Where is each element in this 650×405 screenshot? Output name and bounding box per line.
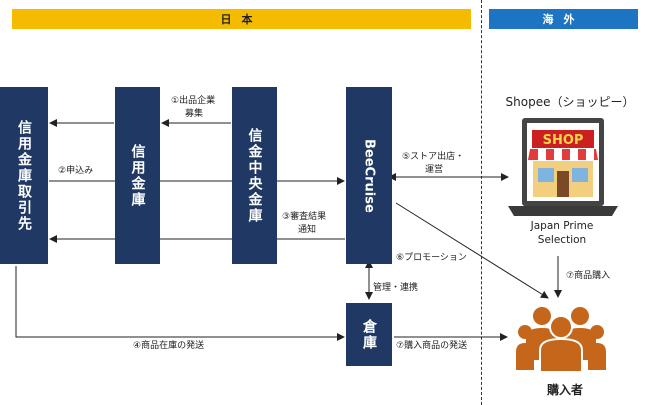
node-shinyo: 信用金庫 [115, 87, 160, 264]
region-japan-band: 日本 [12, 9, 471, 29]
edge-management-label: 管理・連携 [373, 283, 419, 293]
region-japan-label: 日本 [220, 13, 263, 26]
edge-buyer-shipping-label: ⑦購入商品の発送 [396, 341, 468, 351]
node-beecruise-label: BeeCruise [361, 138, 377, 213]
edge-store-label-1: ⑤ストア出店・ [402, 152, 465, 162]
edge-promotion-label: ⑥プロモーション [396, 253, 467, 263]
node-beecruise: BeeCruise [346, 87, 392, 264]
laptop-store-icon: SHOP [508, 118, 618, 216]
edge-apply-label: ②申込み [58, 166, 94, 176]
node-partner: 信用金庫取引先 [0, 87, 48, 264]
node-warehouse-label: 倉庫 [361, 318, 377, 351]
edge-recruit-label-2: 募集 [185, 109, 204, 119]
region-overseas-band: 海外 [489, 9, 638, 29]
edge-result-label-2: 通知 [298, 225, 317, 235]
shopee-title: Shopee（ショッピー） [505, 95, 635, 109]
node-central-label: 信金中央金庫 [246, 127, 263, 224]
arrow-promotion [395, 202, 549, 299]
node-warehouse: 倉庫 [346, 303, 392, 366]
shop-sign-text: SHOP [543, 133, 584, 148]
edge-result-label-1: ③審査結果 [282, 212, 327, 222]
node-shinyo-label: 信用金庫 [129, 143, 146, 208]
edge-purchase-label: ⑦商品購入 [566, 271, 611, 281]
arrow-inventory-shipping [15, 266, 345, 341]
edge-recruit-label-1: ①出品企業 [171, 96, 216, 106]
edge-store-label-2: 運営 [425, 165, 444, 175]
shopee-caption: Japan Prime Selection [530, 220, 594, 246]
node-partner-label: 信用金庫取引先 [16, 119, 32, 232]
edge-inventory-label: ④商品在庫の発送 [133, 341, 205, 351]
buyer-label: 購入者 [546, 383, 583, 397]
region-divider [481, 0, 482, 405]
region-overseas-label: 海外 [542, 13, 585, 26]
node-central: 信金中央金庫 [232, 87, 277, 264]
people-group-icon [516, 307, 606, 373]
